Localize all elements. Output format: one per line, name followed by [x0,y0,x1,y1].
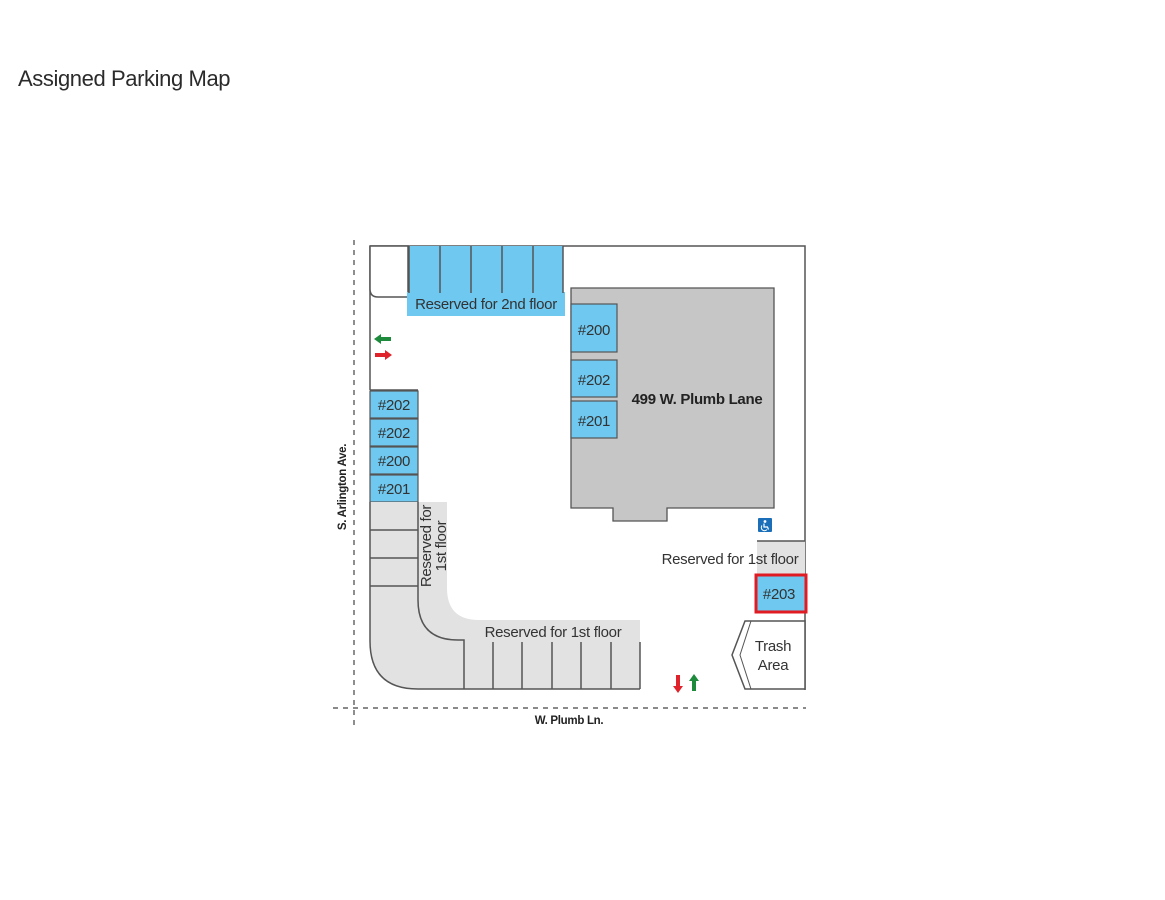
first-floor-zone[interactable]: Reserved for 1st floor Reserved for 1st … [369,502,641,690]
space-number: #200 [578,322,610,339]
first-floor-vertical-label-2: 1st floor [433,520,450,571]
first-floor-right-zone[interactable]: Reserved for 1st floor [662,540,805,575]
first-floor-bottom-label: Reserved for 1st floor [485,624,622,641]
parking-space[interactable]: #202 [369,390,419,419]
space-number-highlighted: #203 [763,586,795,603]
building-side-spaces: #200 #202 #201 [570,303,618,439]
first-floor-vertical-label-1: Reserved for [418,505,435,588]
space-number: #202 [578,372,610,389]
space-number: #201 [378,481,410,498]
page-title: Assigned Parking Map [18,66,231,91]
parking-space[interactable]: #202 [369,418,419,447]
arrow-left-icon [374,334,391,344]
arrow-down-icon [673,675,683,693]
second-floor-zone[interactable]: Reserved for 2nd floor [407,246,565,316]
second-floor-label: Reserved for 2nd floor [415,296,557,313]
building: 499 W. Plumb Lane [570,287,775,522]
space-number: #202 [378,397,410,414]
first-floor-right-label: Reserved for 1st floor [662,551,799,568]
street-label-south: W. Plumb Ln. [535,715,604,727]
parking-space[interactable]: #200 [369,446,419,475]
arrow-up-icon [689,674,699,691]
space-number: #200 [378,453,410,470]
trash-label-2: Area [758,657,789,674]
south-entrance-arrows [673,674,699,693]
corner-block [369,245,409,298]
parking-space[interactable]: #202 [570,359,618,398]
space-number: #201 [578,413,610,430]
parking-space[interactable]: #201 [570,400,618,439]
building-label: 499 W. Plumb Lane [632,391,763,408]
parking-space[interactable]: #200 [570,303,618,353]
space-number: #202 [378,425,410,442]
highlighted-space[interactable]: #203 [754,573,808,614]
west-entrance-arrows [374,334,392,360]
arrow-right-icon [375,350,392,360]
west-column-spaces: #202 #202 #200 #201 [369,389,419,503]
trash-label-1: Trash [755,638,791,655]
parking-space[interactable]: #201 [369,474,419,503]
streets: S. Arlington Ave. W. Plumb Ln. [333,240,806,727]
wheelchair-icon [758,518,772,532]
street-label-west: S. Arlington Ave. [337,444,349,530]
trash-area: Trash Area [731,620,806,690]
